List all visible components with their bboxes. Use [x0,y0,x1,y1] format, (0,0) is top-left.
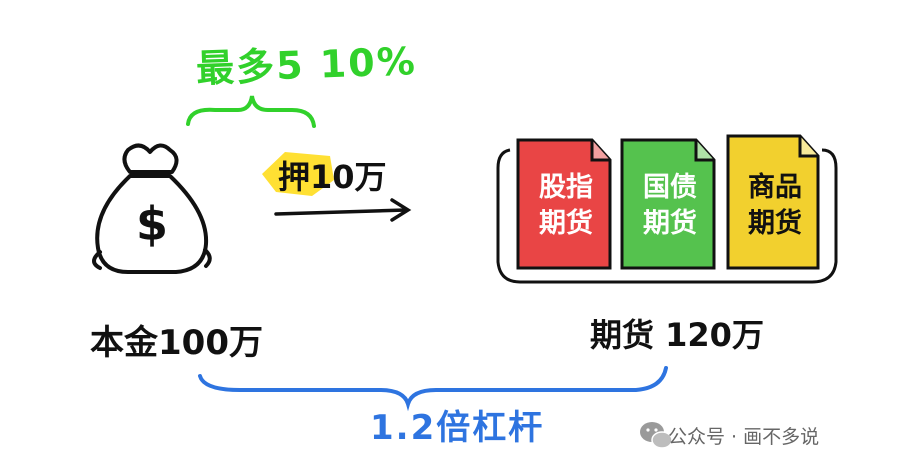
wechat-icon [640,422,673,449]
blue-brace [198,366,668,412]
leverage-label: 1.2倍杠杆 [370,408,545,448]
max-ratio-label: 最多5 10% [195,39,418,91]
futures-total-label: 期货 120万 [590,316,764,354]
card-line: 期货 [748,208,802,239]
pledge-label: 押10万 [278,158,387,196]
principal-label: 本金100万 [90,323,263,363]
card-index-futures-text: 股指 期货 [526,170,606,242]
cards-bracket [496,148,838,284]
card-bond-futures-text: 国债 期货 [630,170,710,242]
watermark: 公众号 · 画不多说 [640,422,819,449]
card-line: 国债 [643,172,697,203]
card-line: 股指 [539,172,593,203]
card-bond-futures [620,138,716,270]
card-index-futures [516,138,612,270]
card-line: 期货 [643,208,697,239]
money-bag-icon: $ [92,143,212,274]
green-brace [186,95,316,128]
card-commodity-futures-text: 商品 期货 [735,170,815,242]
highlight-mark [262,152,334,196]
card-commodity-futures [726,134,820,270]
arrow-right-icon [274,198,412,222]
watermark-text: 公众号 · 画不多说 [668,426,820,448]
svg-text:$: $ [136,197,168,251]
card-line: 期货 [539,208,593,239]
card-line: 商品 [748,172,802,203]
